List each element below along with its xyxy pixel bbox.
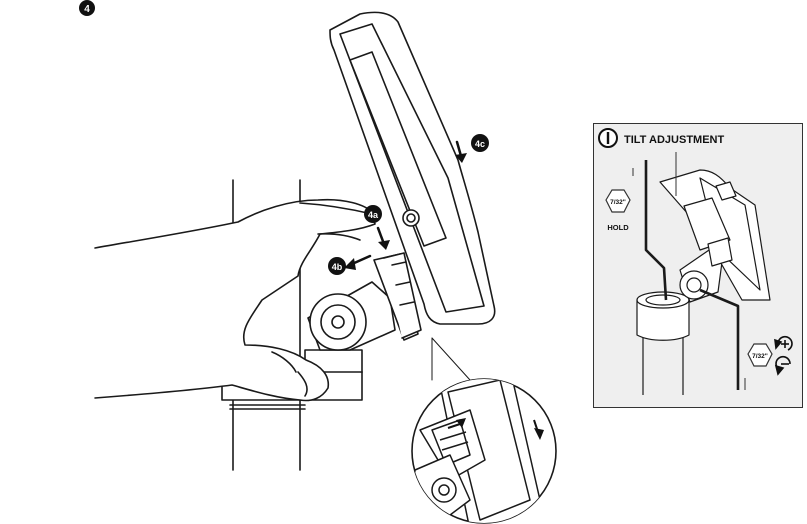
svg-text:7/32": 7/32" <box>752 353 768 360</box>
tilt-adjustment-inset: TILT ADJUSTMENT 7/32" HOLD <box>598 128 793 395</box>
main-illustration <box>94 11 496 471</box>
step-badge: 4 <box>79 0 95 16</box>
callout-4b: 4b <box>328 257 346 275</box>
hex-size-badge-turn: 7/32" <box>747 343 773 367</box>
svg-text:4a: 4a <box>368 210 379 220</box>
mount-clip <box>373 252 422 341</box>
step-number: 4 <box>84 4 90 15</box>
hold-label: HOLD <box>607 223 629 232</box>
svg-text:4b: 4b <box>332 262 343 272</box>
zoom-leader <box>431 337 471 381</box>
svg-text:4c: 4c <box>475 139 485 149</box>
info-icon <box>598 128 618 148</box>
hand <box>94 198 376 402</box>
hex-size-badge-hold: 7/32" <box>605 189 631 213</box>
motion-arrows <box>344 140 467 270</box>
svg-text:7/32": 7/32" <box>610 199 626 206</box>
inset-title: TILT ADJUSTMENT <box>624 134 724 146</box>
tablet <box>329 11 496 325</box>
arrow-4b <box>350 254 372 266</box>
loosen-icon <box>774 355 791 376</box>
callout-4c: 4c <box>471 134 489 152</box>
tighten-icon <box>774 335 793 351</box>
mount-arm <box>307 281 396 351</box>
arrow-4c <box>455 140 463 158</box>
callout-4a: 4a <box>364 205 382 223</box>
zoom-detail <box>411 378 557 524</box>
